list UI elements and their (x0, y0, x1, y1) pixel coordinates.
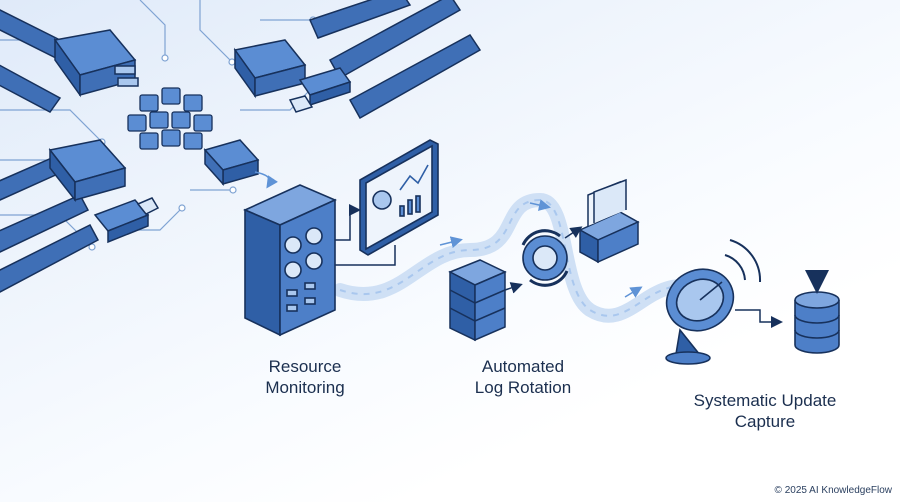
database-download-icon (794, 270, 840, 354)
rotation-gear-icon (521, 229, 569, 287)
usb-plug-icon (288, 67, 352, 113)
update-capture-label: Systematic Update Capture (670, 390, 860, 432)
log-label-line1: Automated (481, 357, 565, 376)
log-label-line2: Log Rotation (474, 378, 572, 397)
usb-plug-icon (93, 197, 160, 244)
cube-hub (127, 87, 213, 150)
server-stack-icon (448, 259, 507, 342)
update-label-line1: Systematic Update (693, 391, 837, 410)
resource-label-line2: Monitoring (265, 378, 345, 397)
copyright-text: © 2025 AI KnowledgeFlow (774, 485, 892, 496)
satellite-dish-icon (665, 239, 762, 365)
cable-connector-icon (53, 29, 139, 98)
cable-connector-icon (48, 139, 127, 203)
cable-connector-icon (203, 139, 260, 186)
cable-connector-icon (233, 39, 307, 99)
file-archive-icon (578, 178, 640, 264)
server-rack-icon (243, 184, 337, 337)
update-label-line2: Capture (734, 412, 796, 431)
log-rotation-label: Automated Log Rotation (448, 356, 598, 398)
resource-label-line1: Resource (268, 357, 342, 376)
resource-monitoring-label: Resource Monitoring (240, 356, 370, 398)
dashboard-monitor-icon (359, 139, 439, 256)
